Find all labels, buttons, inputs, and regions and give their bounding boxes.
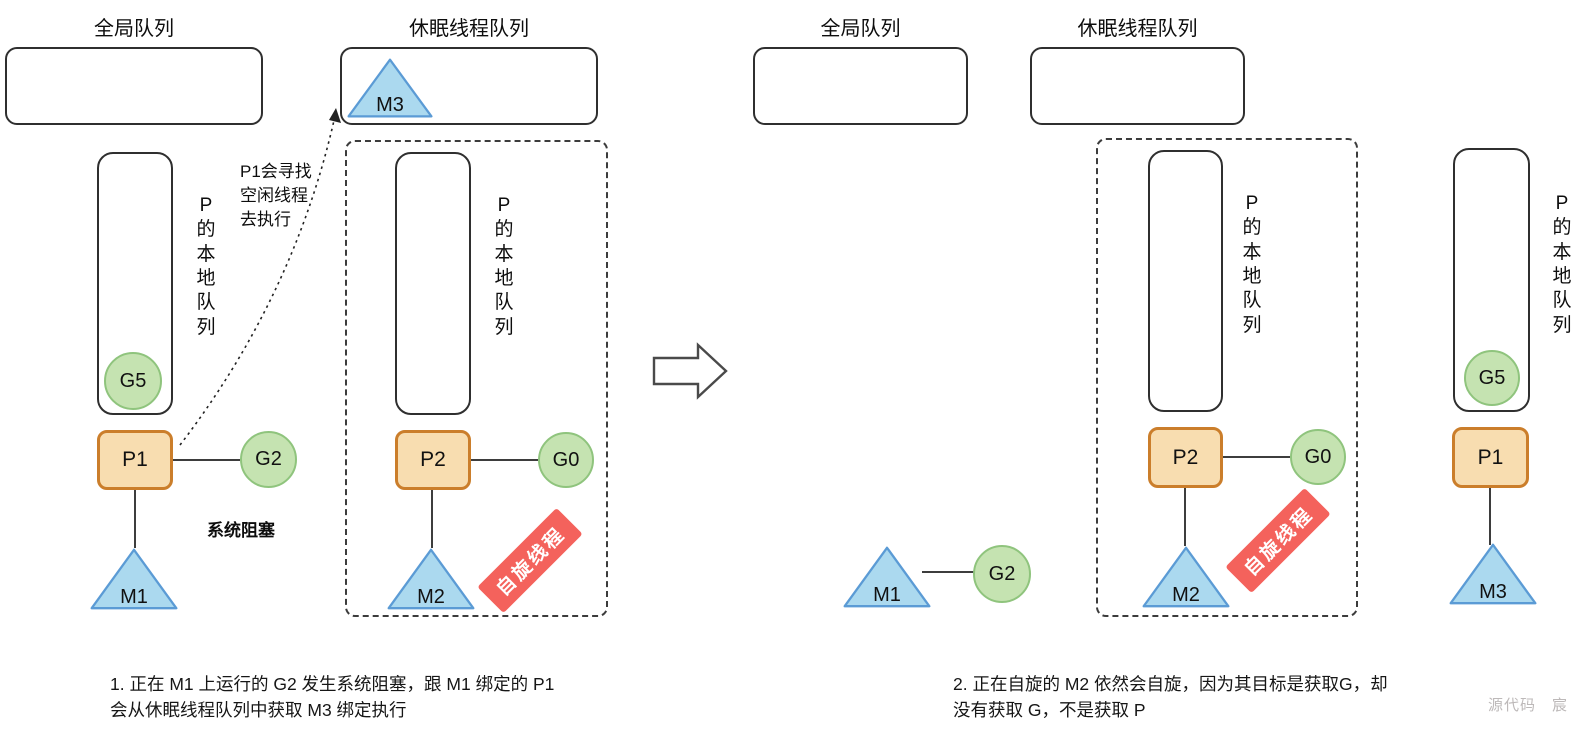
m2-label: M2 [417, 586, 445, 608]
right-m2-label: M2 [1172, 584, 1200, 606]
p2-local-queue-label: P 的 本 地 队 列 [494, 195, 514, 338]
right-m1-thread-triangle: M1 [841, 544, 933, 610]
p2-processor: P2 [395, 430, 471, 490]
m2-thread-triangle: M2 [385, 546, 477, 612]
transition-arrow [652, 342, 728, 400]
p1-to-m3-dotted-arrow [179, 108, 341, 446]
m1-label: M1 [120, 586, 148, 608]
p1-local-queue-label: P 的 本 地 队 列 [196, 195, 216, 338]
g0-goroutine: G0 [538, 432, 594, 488]
left-global-queue-title: 全局队列 [94, 18, 174, 40]
right-sleep-queue-box [1030, 47, 1245, 125]
p2-m2-connector [431, 490, 433, 548]
p1-processor: P1 [97, 430, 173, 490]
p1-m1-connector [134, 490, 136, 548]
caption-step2: 2. 正在自旋的 M2 依然会自旋，因为其目标是获取G，却 没有获取 G，不是获… [953, 674, 1388, 721]
right-p2-m2-connector [1184, 488, 1186, 546]
g5-goroutine: G5 [104, 352, 162, 410]
left-spinning-group-box [345, 140, 608, 617]
syscall-block-label: 系统阻塞 [207, 521, 275, 540]
right-m1-label: M1 [873, 584, 901, 606]
p1-g2-connector [173, 459, 240, 461]
right-g5-goroutine: G5 [1464, 350, 1520, 406]
right-spinning-group-box [1096, 138, 1358, 617]
right-global-queue-box [753, 47, 968, 125]
p2-g0-connector [471, 459, 538, 461]
left-global-queue-box [5, 47, 263, 125]
right-m3-thread-triangle: M3 [1447, 541, 1539, 607]
right-p1-processor: P1 [1452, 427, 1529, 488]
right-p2-processor: P2 [1148, 427, 1223, 488]
watermark: 源代码 宸 [1488, 697, 1569, 714]
m3-thread-triangle: M3 [345, 56, 435, 120]
right-global-queue-title: 全局队列 [820, 18, 901, 40]
p2-local-queue-box [395, 152, 471, 415]
right-p1-m3-connector [1489, 488, 1491, 545]
g2-goroutine: G2 [240, 431, 297, 488]
m3-label: M3 [376, 94, 404, 116]
caption-step1: 1. 正在 M1 上运行的 G2 发生系统阻塞，跟 M1 绑定的 P1 会从休眠… [110, 674, 555, 721]
right-m2-thread-triangle: M2 [1140, 544, 1232, 610]
seek-idle-thread-annotation: P1会寻找 空闲线程 去执行 [240, 162, 312, 230]
right-m3-label: M3 [1479, 581, 1507, 603]
right-sleep-queue-title: 休眠线程队列 [1077, 18, 1198, 40]
right-g0-goroutine: G0 [1290, 429, 1346, 485]
right-p2-local-queue-label: P 的 本 地 队 列 [1242, 193, 1262, 336]
right-m1-g2-connector [922, 571, 975, 573]
right-p1-local-queue-label: P 的 本 地 队 列 [1552, 193, 1572, 336]
m1-thread-triangle: M1 [88, 546, 180, 612]
left-sleep-queue-title: 休眠线程队列 [409, 18, 529, 40]
right-p2-g0-connector [1223, 456, 1290, 458]
right-p2-local-queue-box [1148, 150, 1223, 412]
right-g2-goroutine: G2 [973, 545, 1031, 603]
